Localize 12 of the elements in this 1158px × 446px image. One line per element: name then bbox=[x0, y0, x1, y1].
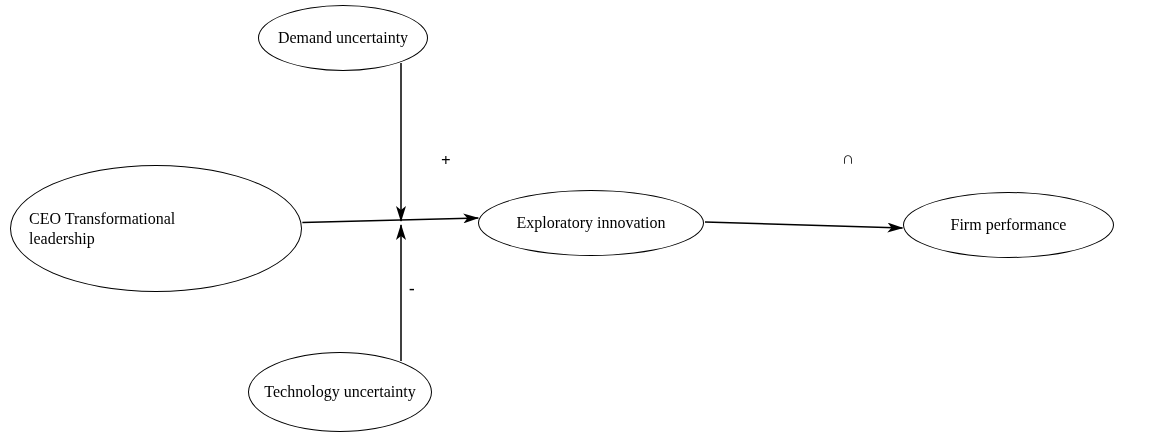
arrow bbox=[396, 62, 406, 222]
sign-label: + bbox=[441, 150, 451, 172]
sign-label: ∩ bbox=[842, 148, 855, 170]
arrow bbox=[396, 224, 406, 362]
ellipse-node: Firm performance bbox=[903, 192, 1114, 258]
arrow bbox=[704, 221, 904, 233]
ellipse-node: Technology uncertainty bbox=[248, 352, 432, 432]
ellipse-node: Exploratory innovation bbox=[478, 190, 704, 256]
arrow bbox=[301, 213, 480, 224]
ellipse-node: CEO Transformational leadership bbox=[10, 165, 302, 292]
ellipse-node: Demand uncertainty bbox=[258, 5, 428, 71]
sign-label: - bbox=[409, 278, 415, 300]
